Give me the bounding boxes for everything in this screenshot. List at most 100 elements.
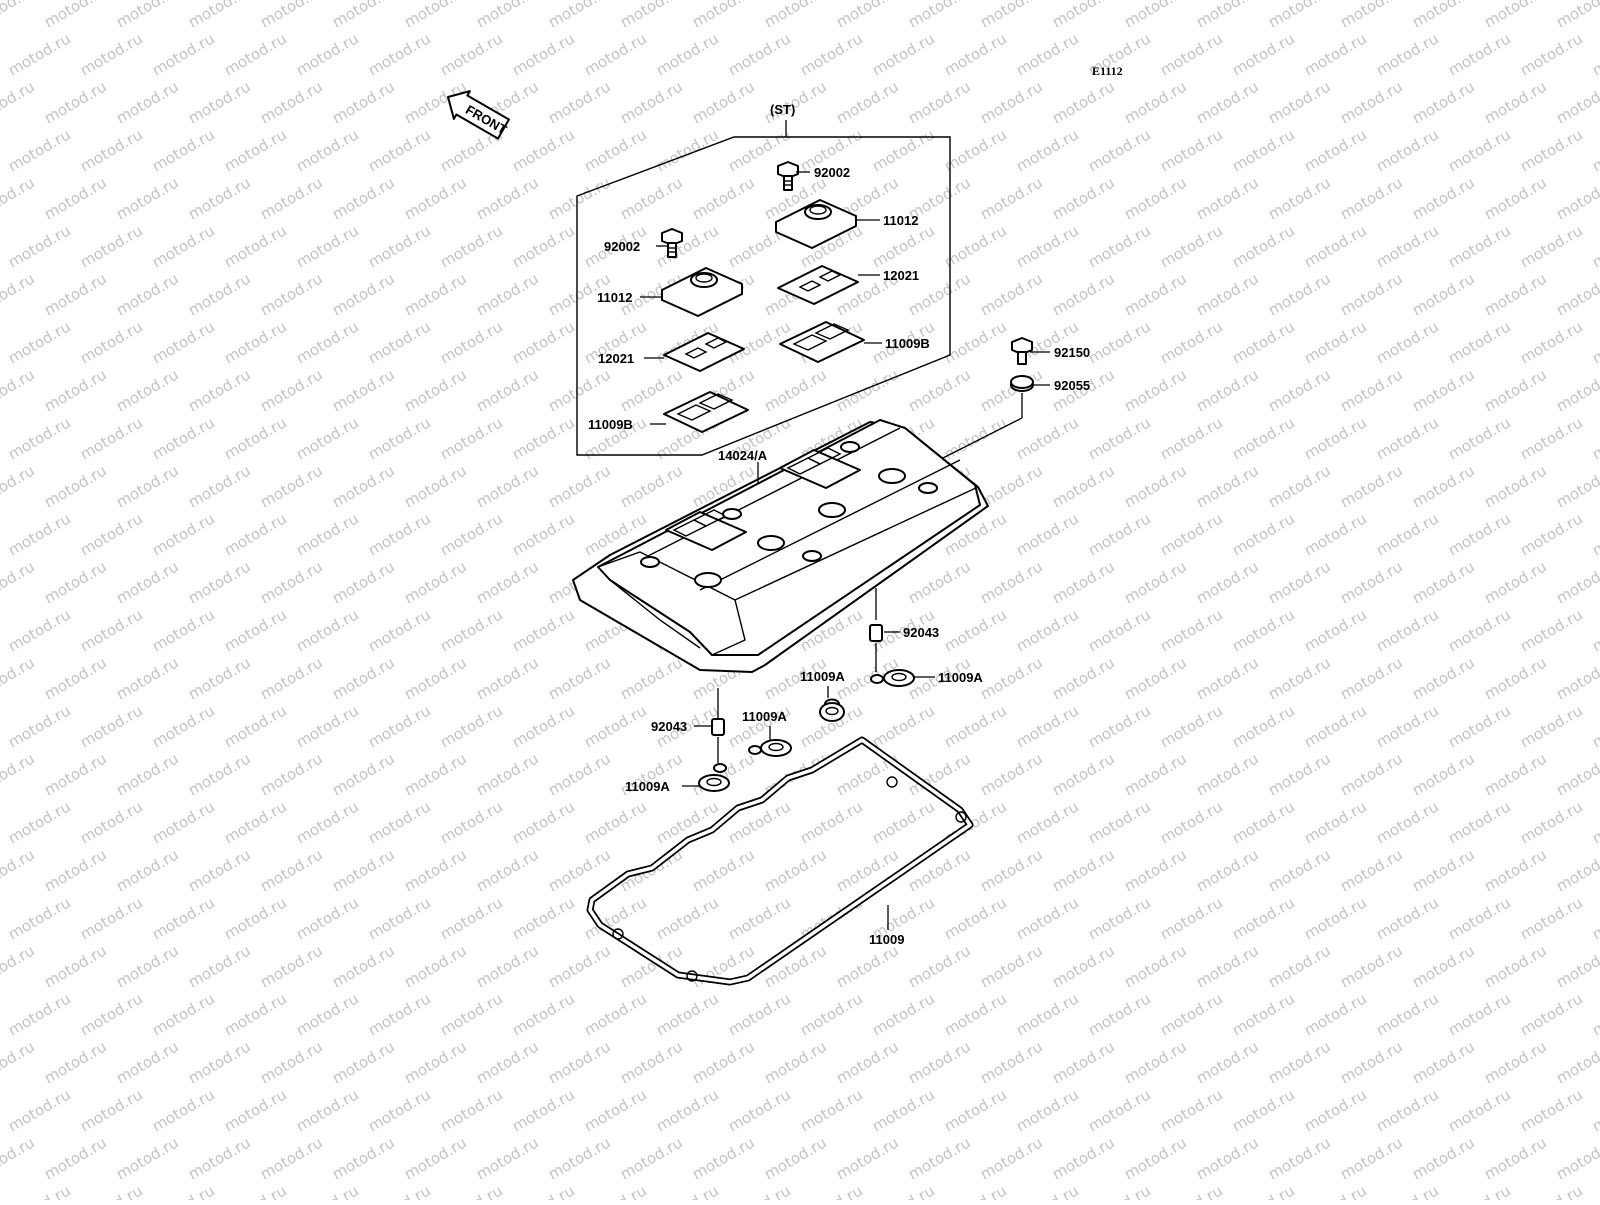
watermark-text: motod.ru xyxy=(545,173,614,223)
watermark-text: motod.ru xyxy=(1157,317,1226,367)
watermark-text: motod.ru xyxy=(5,1085,74,1135)
watermark-text: motod.ru xyxy=(5,509,74,559)
watermark-text: motod.ru xyxy=(221,125,290,175)
watermark-text: motod.ru xyxy=(1085,221,1154,271)
watermark-text: motod.ru xyxy=(977,269,1046,319)
watermark-text: motod.ru xyxy=(1265,653,1334,703)
watermark-text: motod.ru xyxy=(1481,941,1550,991)
watermark-text: motod.ru xyxy=(329,749,398,799)
watermark-text: motod.ru xyxy=(1409,653,1478,703)
watermark-text: motod.ru xyxy=(1085,413,1154,463)
watermark-text: motod.ru xyxy=(329,461,398,511)
watermark-text: motod.ru xyxy=(293,125,362,175)
watermark-text: motod.ru xyxy=(1085,509,1154,559)
watermark-text: motod.ru xyxy=(1337,269,1406,319)
watermark-text: motod.ru xyxy=(0,509,2,559)
watermark-text: motod.ru xyxy=(113,557,182,607)
watermark-text: motod.ru xyxy=(0,221,2,271)
watermark-text: motod.ru xyxy=(437,989,506,1039)
plate-12021-left: 12021 xyxy=(598,332,745,372)
watermark-text: motod.ru xyxy=(473,653,542,703)
watermark-text: motod.ru xyxy=(77,701,146,751)
watermark-text: motod.ru xyxy=(293,1085,362,1135)
watermark-text: motod.ru xyxy=(1301,125,1370,175)
watermark-text: motod.ru xyxy=(293,797,362,847)
watermark-text: motod.ru xyxy=(1409,365,1478,415)
watermark-text: motod.ru xyxy=(941,893,1010,943)
watermark-text: motod.ru xyxy=(1409,269,1478,319)
watermark-text: motod.ru xyxy=(401,653,470,703)
watermark-text: motod.ru xyxy=(0,557,38,607)
watermark-text: motod.ru xyxy=(41,0,110,31)
watermark-text: motod.ru xyxy=(1409,845,1478,895)
watermark-text: motod.ru xyxy=(5,605,74,655)
watermark-text: motod.ru xyxy=(1121,941,1190,991)
watermark-text: motod.ru xyxy=(257,1037,326,1087)
watermark-text: motod.ru xyxy=(725,893,794,943)
watermark-text: motod.ru xyxy=(77,797,146,847)
watermark-text: motod.ru xyxy=(1013,1085,1082,1135)
watermark-text: motod.ru xyxy=(365,893,434,943)
watermark-text: motod.ru xyxy=(1013,989,1082,1039)
watermark-text: motod.ru xyxy=(725,1085,794,1135)
watermark-text: motod.ru xyxy=(1193,77,1262,127)
watermark-text: motod.ru xyxy=(1301,29,1370,79)
service-set-outline: (ST) xyxy=(576,102,951,456)
watermark-text: motod.ru xyxy=(581,989,650,1039)
watermark-text: motod.ru xyxy=(1121,1037,1190,1087)
watermark-text: motod.ru xyxy=(977,557,1046,607)
watermark-text: motod.ru xyxy=(617,173,686,223)
watermark-text: motod.ru xyxy=(1193,749,1262,799)
watermark-text: motod.ru xyxy=(5,701,74,751)
watermark-text: motod.ru xyxy=(581,125,650,175)
watermark-text: motod.ru xyxy=(365,1181,434,1200)
watermark-text: motod.ru xyxy=(113,365,182,415)
watermark-text: motod.ru xyxy=(1049,845,1118,895)
watermark-text: motod.ru xyxy=(41,1037,110,1087)
watermark-text: motod.ru xyxy=(1337,557,1406,607)
watermark-text: motod.ru xyxy=(617,1133,686,1183)
watermark-text: motod.ru xyxy=(1049,1133,1118,1183)
watermark-text: motod.ru xyxy=(1193,269,1262,319)
watermark-text: motod.ru xyxy=(833,1133,902,1183)
watermark-text: motod.ru xyxy=(1229,989,1298,1039)
watermark-text: motod.ru xyxy=(581,1181,650,1200)
watermark-text: motod.ru xyxy=(1049,461,1118,511)
watermark-text: motod.ru xyxy=(77,605,146,655)
watermark-text: motod.ru xyxy=(1121,365,1190,415)
watermark-text: motod.ru xyxy=(833,77,902,127)
watermark-text: motod.ru xyxy=(437,797,506,847)
watermark-text: motod.ru xyxy=(941,125,1010,175)
watermark-text: motod.ru xyxy=(1481,269,1550,319)
watermark-text: motod.ru xyxy=(509,413,578,463)
watermark-text: motod.ru xyxy=(0,365,38,415)
watermark-text: motod.ru xyxy=(293,701,362,751)
watermark-text: motod.ru xyxy=(1553,0,1600,31)
watermark-text: motod.ru xyxy=(1553,365,1600,415)
watermark-text: motod.ru xyxy=(1085,989,1154,1039)
watermark-text: motod.ru xyxy=(1409,77,1478,127)
watermark-text: motod.ru xyxy=(1445,797,1514,847)
watermark-text: motod.ru xyxy=(221,1181,290,1200)
watermark-text: motod.ru xyxy=(869,29,938,79)
watermark-text: motod.ru xyxy=(1373,701,1442,751)
watermark-text: motod.ru xyxy=(509,893,578,943)
label-92002-left: 92002 xyxy=(604,239,640,254)
watermark-text: motod.ru xyxy=(509,29,578,79)
watermark-text: motod.ru xyxy=(437,605,506,655)
watermark-text: motod.ru xyxy=(365,29,434,79)
watermark-text: motod.ru xyxy=(1409,461,1478,511)
watermark-text: motod.ru xyxy=(1049,749,1118,799)
watermark-text: motod.ru xyxy=(257,365,326,415)
watermark-text: motod.ru xyxy=(1409,941,1478,991)
watermark-text: motod.ru xyxy=(1373,797,1442,847)
watermark-text: motod.ru xyxy=(365,317,434,367)
bolt-92002-right: 92002 xyxy=(777,161,850,191)
watermark-text: motod.ru xyxy=(1229,893,1298,943)
watermark-text: motod.ru xyxy=(0,701,2,751)
watermark-text: motod.ru xyxy=(1373,605,1442,655)
watermark-text: motod.ru xyxy=(5,989,74,1039)
label-11009b-left: 11009B xyxy=(588,417,633,432)
watermark-text: motod.ru xyxy=(149,701,218,751)
